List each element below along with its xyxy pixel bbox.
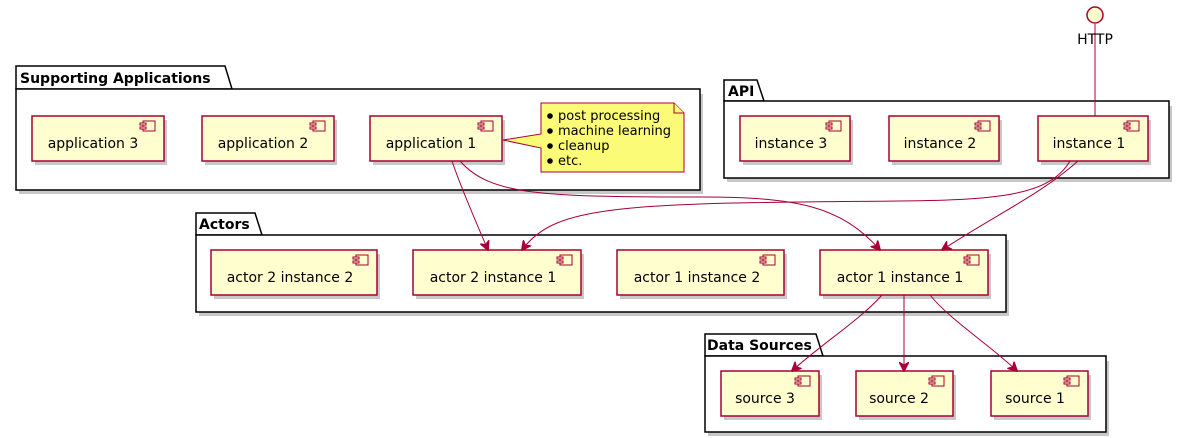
component-label: source 2 — [869, 391, 929, 407]
component-source-1: source 1 — [990, 370, 1091, 420]
edge-api-instance-1-to-actor-1-instance-1 — [942, 160, 1079, 250]
edge-actor-1-instance-1-to-source-3 — [792, 294, 883, 371]
note-item: etc. — [558, 154, 582, 169]
edge-actor-1-instance-1-to-source-1 — [929, 294, 1017, 371]
edges — [451, 160, 1079, 371]
component-label: instance 1 — [1053, 136, 1126, 152]
component-application-2: application 2 — [201, 115, 337, 165]
component-actor-1-instance-2: actor 1 instance 2 — [616, 249, 787, 299]
component-label: instance 2 — [904, 136, 977, 152]
component-label: actor 2 instance 1 — [430, 270, 557, 286]
component-label: actor 1 instance 2 — [634, 270, 761, 286]
note-item: cleanup — [558, 139, 609, 154]
interface-circle-icon — [1086, 6, 1104, 24]
component-actor-2-instance-2: actor 2 instance 2 — [210, 249, 380, 299]
bullet-icon — [547, 143, 553, 149]
component-label: instance 3 — [755, 136, 828, 152]
package-title: Supporting Applications — [20, 71, 211, 87]
component-api-instance-3: instance 3 — [739, 115, 853, 165]
component-label: application 1 — [386, 136, 477, 152]
note-item: post processing — [558, 109, 660, 124]
component-label: source 3 — [735, 391, 795, 407]
edge-api-instance-1-to-actor-2-instance-1 — [522, 160, 1071, 250]
package-title: Actors — [199, 217, 250, 233]
component-label: source 1 — [1005, 391, 1065, 407]
component-label: actor 2 instance 2 — [227, 270, 354, 286]
bullet-icon — [547, 158, 553, 164]
component-application-3: application 3 — [31, 115, 167, 165]
component-source-2: source 2 — [855, 370, 956, 420]
edge-application-1-to-actor-2-instance-1 — [451, 160, 488, 250]
component-actor-1-instance-1: actor 1 instance 1 — [819, 249, 991, 299]
component-source-3: source 3 — [720, 370, 822, 420]
component-api-instance-2: instance 2 — [888, 115, 1002, 165]
component-label: application 2 — [218, 136, 309, 152]
component-label: application 3 — [48, 136, 139, 152]
package-title: API — [728, 84, 754, 100]
note-item: machine learning — [558, 124, 671, 139]
edge-application-1-to-actor-1-instance-1 — [459, 160, 880, 250]
component-api-instance-1: instance 1 — [1037, 115, 1151, 165]
interface-http: HTTP — [1077, 6, 1113, 116]
component-label: actor 1 instance 1 — [837, 270, 964, 286]
note: post processing machine learning cleanup… — [502, 102, 685, 173]
bullet-icon — [547, 128, 553, 134]
component-application-1: application 1 — [369, 115, 505, 165]
package-title: Data Sources — [707, 338, 812, 354]
interface-label: HTTP — [1077, 32, 1113, 48]
component-actor-2-instance-1: actor 2 instance 1 — [412, 249, 584, 299]
bullet-icon — [547, 113, 553, 119]
